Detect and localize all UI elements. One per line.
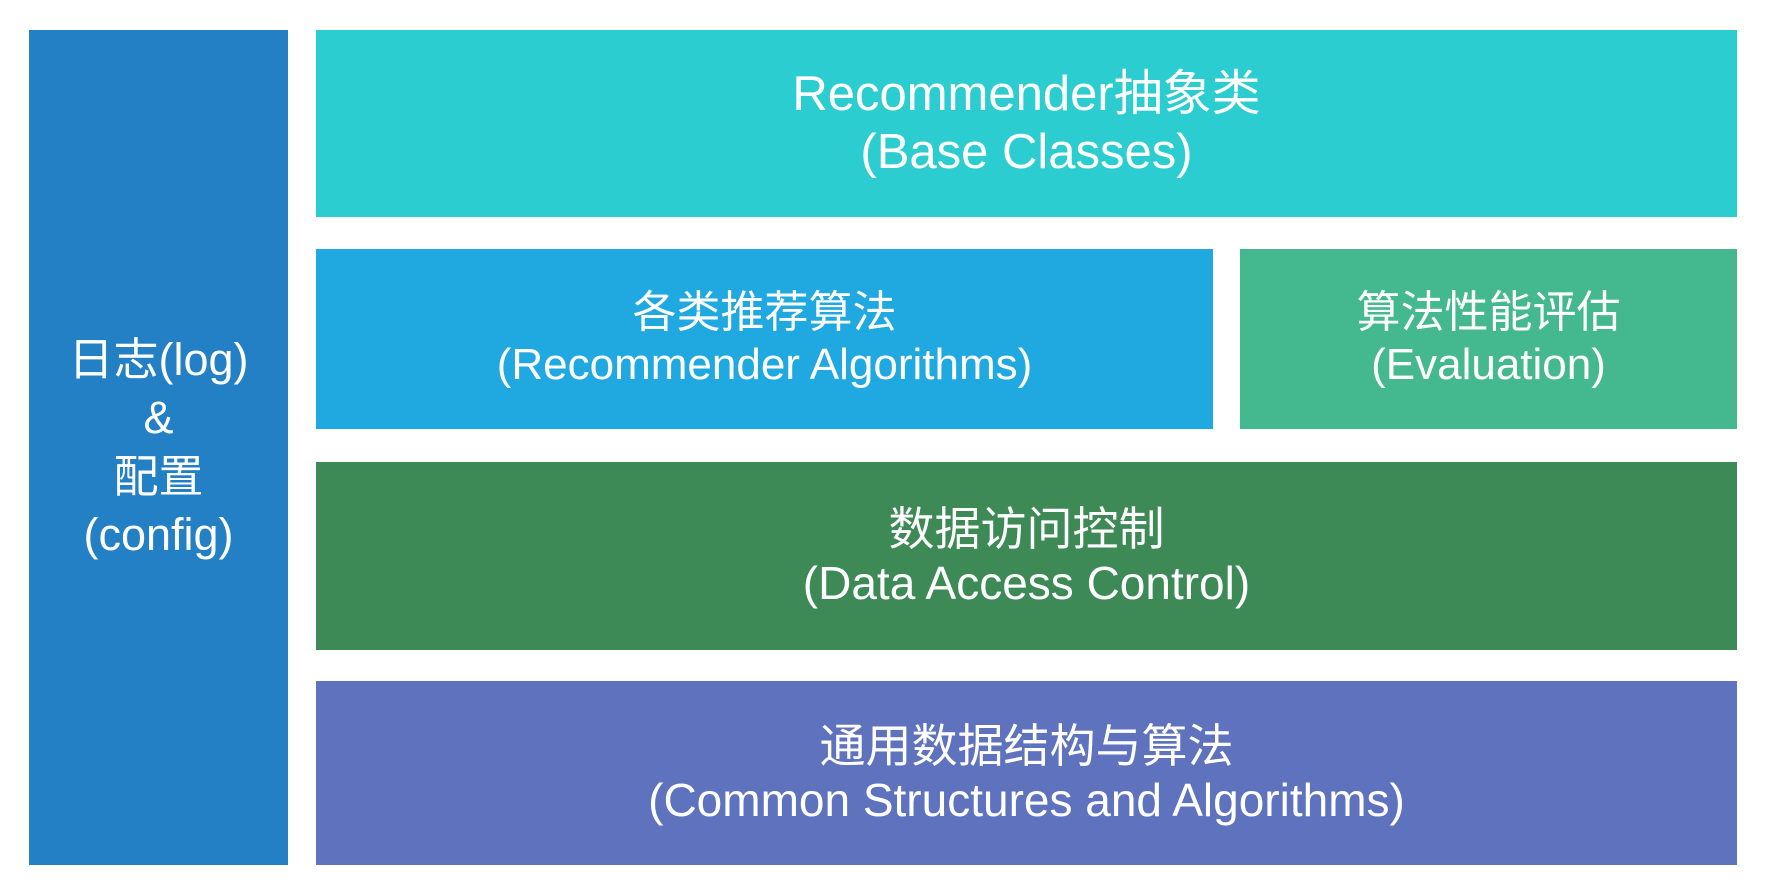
- layer-common-structures-and-algorithms[interactable]: 通用数据结构与算法 (Common Structures and Algorit…: [316, 681, 1737, 865]
- sidebar-line-config-cn: 配置: [113, 450, 204, 502]
- layer-base-classes-title-cn: Recommender抽象类: [792, 66, 1261, 121]
- sidebar-log-and-config[interactable]: 日志(log) & 配置 (config): [29, 30, 288, 865]
- layer-recommender-algorithms[interactable]: 各类推荐算法 (Recommender Algorithms): [316, 249, 1213, 429]
- layer-evaluation[interactable]: 算法性能评估 (Evaluation): [1240, 249, 1737, 429]
- layer-base-classes[interactable]: Recommender抽象类 (Base Classes): [316, 30, 1737, 217]
- layer-common-structures-title-cn: 通用数据结构与算法: [819, 719, 1234, 772]
- layer-evaluation-title-cn: 算法性能评估: [1356, 288, 1621, 338]
- layer-data-access-control[interactable]: 数据访问控制 (Data Access Control): [316, 462, 1737, 650]
- sidebar-line-ampersand: &: [143, 392, 174, 443]
- layer-data-access-control-title-cn: 数据访问控制: [888, 502, 1165, 555]
- layer-evaluation-title-en: (Evaluation): [1371, 340, 1606, 389]
- layer-recommender-algorithms-title-en: (Recommender Algorithms): [496, 340, 1033, 389]
- layer-data-access-control-title-en: (Data Access Control): [802, 557, 1251, 609]
- layer-base-classes-title-en: (Base Classes): [860, 124, 1193, 179]
- layer-recommender-algorithms-title-cn: 各类推荐算法: [632, 288, 897, 338]
- sidebar-line-config-en: (config): [83, 509, 234, 560]
- layer-common-structures-title-en: (Common Structures and Algorithms): [648, 774, 1405, 826]
- sidebar-line-log: 日志(log): [68, 333, 249, 385]
